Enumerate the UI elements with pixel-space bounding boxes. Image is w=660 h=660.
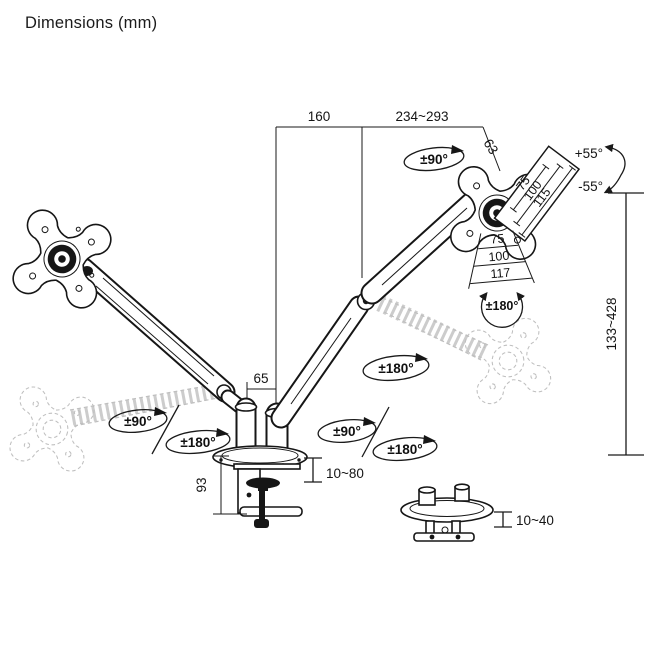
dim-tilt-down: -55°: [578, 179, 603, 194]
dim-vesa-front-100: 100: [488, 249, 510, 265]
dim-clamp-height: 93: [194, 477, 209, 492]
dim-arm-section-right: 234~293: [396, 109, 449, 124]
height-range-dimension: 133~428: [604, 192, 644, 456]
top-span-dimension: 160 234~293 63: [275, 109, 501, 410]
rot-elbow-rotate: ±180°: [378, 361, 413, 376]
dim-grommet-desk-range: 10~40: [516, 513, 554, 528]
dim-pole-offset: 65: [253, 371, 268, 386]
rot-vesa-rotate: ±180°: [486, 299, 519, 313]
vesa-front-dimensions: 75 100 117: [468, 230, 535, 289]
grommet-thickness-dimension: 10~40: [494, 511, 554, 528]
left-arm: [73, 257, 255, 420]
rot-right-base-rotate: ±180°: [387, 442, 422, 457]
pole-offset-dimension: 65: [246, 371, 276, 404]
rot-left-base-rotate: ±180°: [180, 435, 215, 450]
dim-arm-section-left: 160: [308, 109, 331, 124]
dim-tilt-up: +55°: [575, 146, 603, 161]
head-swivel-arrow: ±90°: [403, 145, 465, 172]
separator-slash: [151, 404, 180, 455]
vesa-rotate-arrow: ±180°: [479, 292, 525, 328]
dim-vesa-front-117: 117: [490, 266, 511, 282]
rot-left-base-swivel: ±90°: [124, 414, 152, 429]
dim-clamp-desk-range: 10~80: [326, 466, 364, 481]
rot-head-swivel: ±90°: [420, 152, 448, 167]
dim-vesa-plate-75: 75: [513, 174, 533, 194]
elbow-rotate-arrow: ±180°: [362, 353, 430, 382]
dim-head-depth: 63: [480, 136, 501, 157]
desk-clamp: [233, 463, 303, 528]
right-arm: [270, 186, 495, 429]
dim-height-range: 133~428: [604, 298, 619, 351]
ghost-right-arm-position: [375, 294, 554, 407]
separator-slash: [361, 406, 390, 458]
dim-vesa-front-75: 75: [490, 231, 505, 246]
tilt-range-annotation: +55° -55°: [575, 143, 626, 194]
left-base-rotation-arrows: ±90° ±180°: [108, 404, 231, 455]
left-vesa-plate: [9, 206, 115, 312]
clamp-thickness-dimension: 10~80: [304, 457, 364, 483]
right-base-rotation-arrows: ±90° ±180°: [317, 406, 438, 462]
clamp-height-dimension: 93: [194, 455, 247, 515]
vesa-plate-size-dimensions: 75 100 115: [493, 145, 581, 243]
rot-right-base-swivel: ±90°: [333, 424, 361, 439]
ghost-left-arm-position: [6, 382, 225, 475]
page-title: Dimensions (mm): [25, 14, 158, 32]
grommet-mount: [400, 483, 494, 542]
